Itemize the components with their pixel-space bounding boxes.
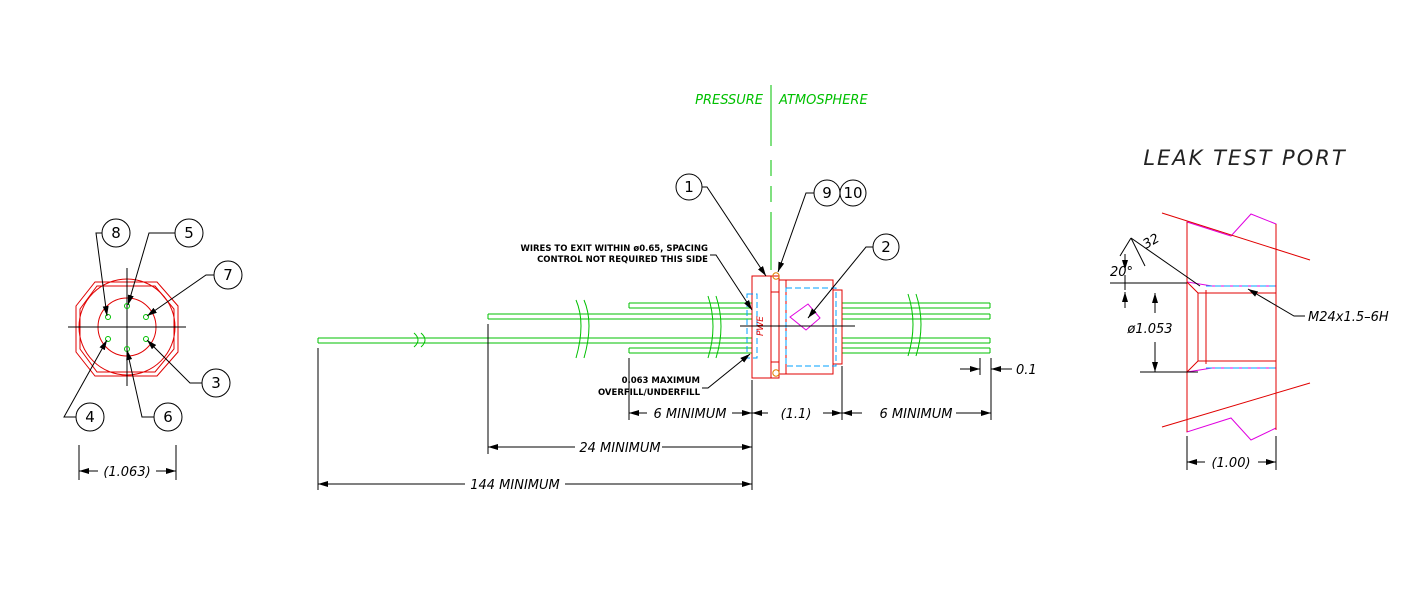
end-view-width-label: (1.063) (103, 465, 150, 480)
thread-callout: M24x1.5–6H (1247, 288, 1389, 325)
leak-test-port-title: LEAK TEST PORT (1143, 146, 1346, 170)
end-view: 8 5 7 3 4 6 (63, 218, 243, 480)
atmosphere-label: ATMOSPHERE (778, 93, 868, 108)
end-view-centerlines (68, 268, 186, 386)
balloon-10: 10 (839, 179, 867, 207)
balloon-10-label: 10 (843, 184, 862, 202)
balloon-7-label: 7 (223, 266, 233, 284)
balloon-2: 2 (807, 233, 900, 319)
dim-24-minimum: 24 MINIMUM (488, 441, 752, 456)
balloon-6-label: 6 (163, 408, 173, 426)
thread-label: M24x1.5–6H (1308, 310, 1389, 325)
dim-center-1-1: (1.1) (752, 407, 842, 422)
wires-right (842, 302, 991, 354)
wires-left (317, 302, 752, 354)
angle-label: 20° (1110, 265, 1133, 280)
balloon-5: 5 (127, 218, 204, 306)
balloon-9-label: 9 (822, 184, 832, 202)
balloon-4-label: 4 (85, 408, 95, 426)
wire-break-marks (413, 293, 922, 359)
balloon-6: 6 (126, 349, 183, 432)
pressure-boundary: PRESSURE ATMOSPHERE (695, 85, 868, 270)
leak-port-section (1161, 212, 1311, 441)
wires-exit-note: WIRES TO EXIT WITHIN ø0.65, SPACING CONT… (520, 244, 753, 311)
dim-right-6-label: 6 MINIMUM (880, 407, 953, 422)
surface-finish-symbol: 32 (1119, 231, 1201, 287)
wires-note-line1: WIRES TO EXIT WITHIN ø0.65, SPACING (520, 244, 708, 254)
balloon-2-label: 2 (881, 238, 891, 256)
balloon-3-label: 3 (211, 374, 221, 392)
leak-test-port: LEAK TEST PORT 32 (1110, 146, 1389, 471)
dim-tip-0-1: 0.1 (960, 363, 1037, 378)
balloon-7: 7 (146, 260, 243, 317)
diameter-dimension: ø1.053 (1126, 293, 1198, 373)
overfill-note: 0.063 MAXIMUM OVERFILL/UNDERFILL (598, 353, 751, 398)
balloon-8-label: 8 (111, 224, 121, 242)
dim-24-label: 24 MINIMUM (579, 441, 660, 456)
dim-left-6-label: 6 MINIMUM (654, 407, 727, 422)
end-view-width-dimension: (1.063) (78, 445, 177, 480)
balloon-1: 1 (675, 173, 767, 277)
dim-144-minimum: 144 MINIMUM (318, 478, 752, 493)
feedthrough-body: PWE (740, 272, 855, 379)
balloon-9: 9 (777, 179, 841, 273)
balloon-1-label: 1 (684, 178, 694, 196)
fill-note-line2: OVERFILL/UNDERFILL (598, 388, 701, 398)
wires-note-line2: CONTROL NOT REQUIRED THIS SIDE (537, 255, 708, 265)
dim-tip-label: 0.1 (1016, 363, 1037, 378)
dim-left-6-minimum: 6 MINIMUM (629, 407, 752, 422)
dim-right-6-minimum: 6 MINIMUM (842, 407, 991, 422)
balloon-5-label: 5 (184, 224, 194, 242)
angle-dimension: 20° (1110, 254, 1187, 308)
fill-note-line1: 0.063 MAXIMUM (622, 376, 700, 386)
dim-center-label: (1.1) (781, 407, 812, 422)
balloon-4: 4 (63, 339, 108, 432)
dim-144-label: 144 MINIMUM (470, 478, 560, 493)
diameter-label: ø1.053 (1126, 322, 1172, 337)
balloon-8: 8 (95, 218, 131, 317)
depth-dimension: (1.00) (1186, 436, 1277, 471)
pressure-label: PRESSURE (695, 93, 764, 108)
surface-finish-value: 32 (1141, 231, 1163, 252)
balloon-3: 3 (146, 339, 231, 398)
depth-label: (1.00) (1211, 456, 1250, 471)
side-view: PRESSURE ATMOSPHERE (317, 85, 1037, 493)
